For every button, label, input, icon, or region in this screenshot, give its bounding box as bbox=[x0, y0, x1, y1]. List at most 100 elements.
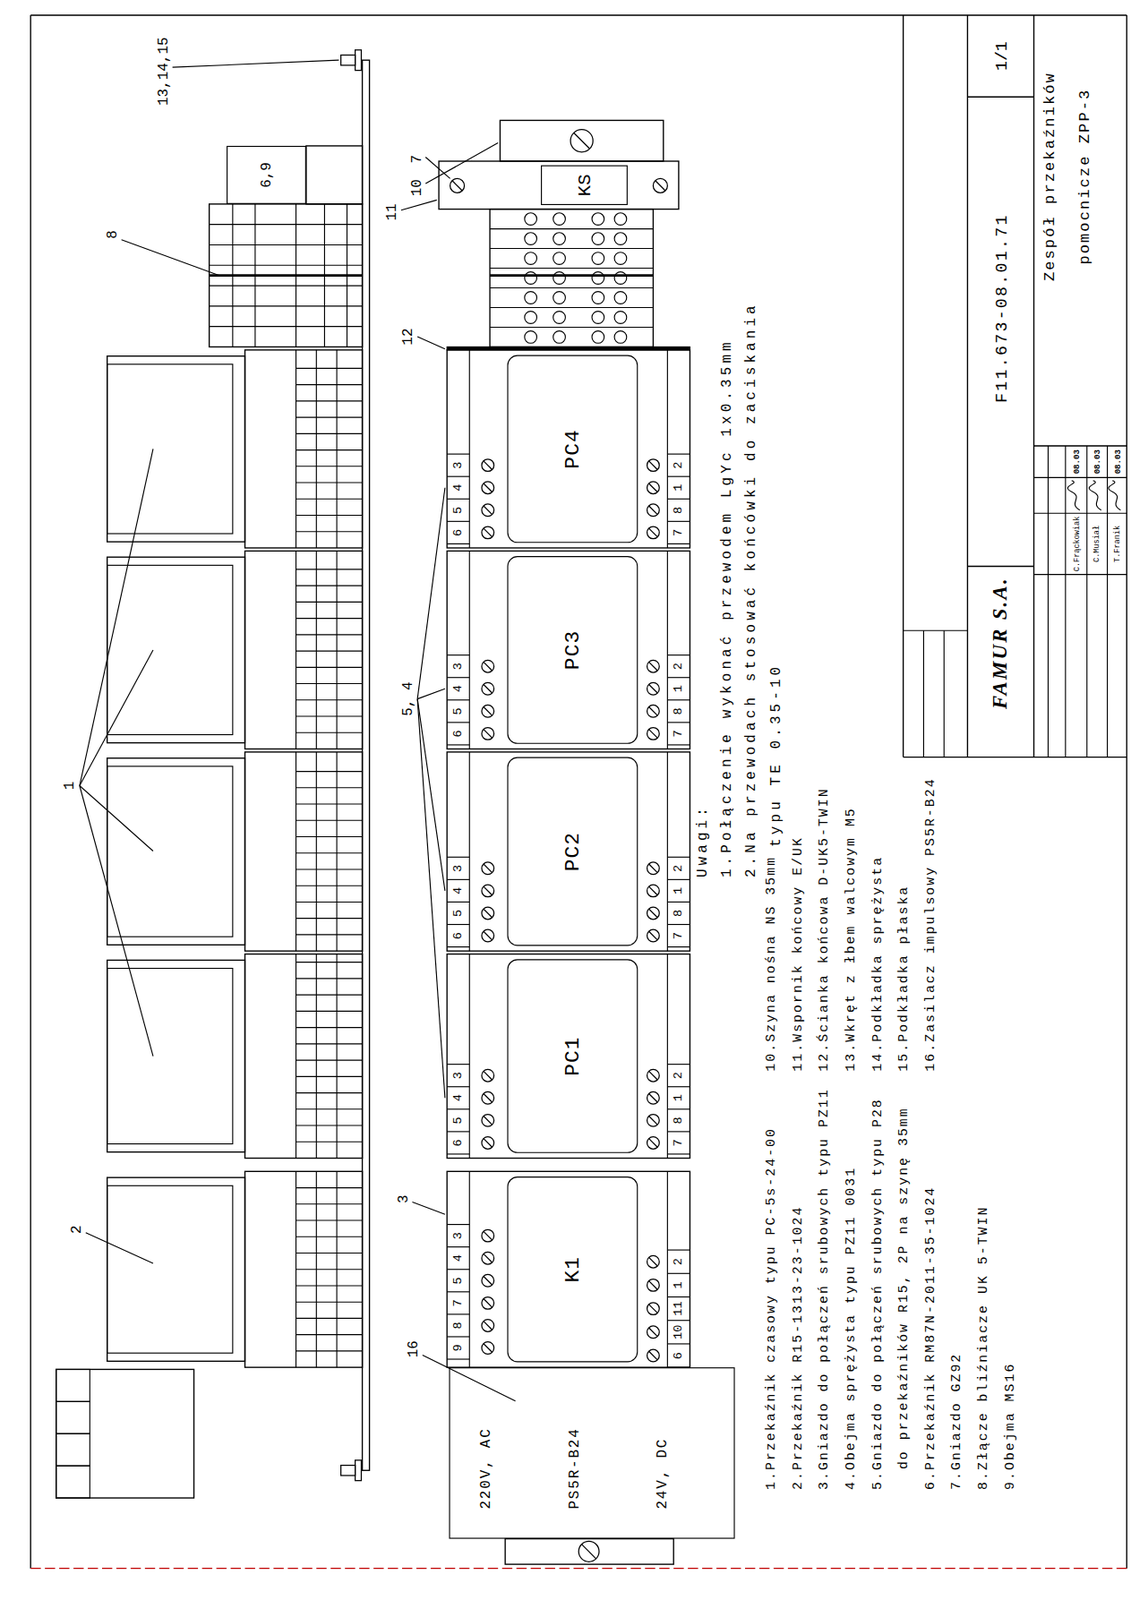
screw-slot bbox=[483, 1253, 493, 1263]
relay-socket-side bbox=[306, 145, 363, 205]
screw-slot bbox=[483, 1093, 493, 1103]
screw-slot bbox=[483, 886, 493, 896]
terminal-cell-line bbox=[667, 1250, 690, 1251]
screw-head bbox=[481, 929, 495, 943]
screw-slot bbox=[483, 1139, 493, 1149]
screw-head bbox=[647, 1326, 660, 1339]
screw-slot bbox=[649, 864, 659, 874]
leader-line bbox=[79, 448, 154, 786]
socket-side-tick bbox=[296, 699, 363, 701]
socket-side-tick bbox=[296, 994, 363, 996]
leader-line bbox=[417, 688, 446, 699]
socket-side-line bbox=[295, 350, 297, 549]
sign-date: 08.03 bbox=[1092, 449, 1102, 474]
screw-head bbox=[450, 178, 465, 193]
parts-list-item: 11.Wspornik końcowy E/UK bbox=[784, 836, 812, 1072]
screw-slot bbox=[649, 1116, 659, 1126]
socket-side-tick bbox=[296, 1124, 363, 1126]
callout-number: 13,14,15 bbox=[154, 36, 172, 106]
screw-slot bbox=[649, 684, 659, 694]
terminal-cell-line bbox=[667, 454, 690, 455]
screw-head bbox=[578, 1541, 600, 1562]
socket-side-tick bbox=[296, 1187, 363, 1189]
screw-head bbox=[481, 682, 495, 695]
socket-side-tick bbox=[296, 1268, 363, 1270]
terminal-number: 7 bbox=[451, 1299, 466, 1307]
socket-side-tick bbox=[296, 933, 363, 935]
drawing-title: Zespół przekaźników pomocnicze ZPP-3 bbox=[1034, 23, 1104, 330]
leader-line bbox=[401, 199, 437, 210]
leader-line bbox=[417, 699, 446, 892]
title-block-line bbox=[967, 565, 1034, 567]
terminal-front-line bbox=[489, 326, 653, 328]
terminal-hole bbox=[614, 331, 627, 344]
leader-line bbox=[79, 650, 154, 787]
leader-line bbox=[422, 1354, 516, 1401]
parts-list-item: 16.Zasilacz impulsowy PS5R-B24 bbox=[917, 777, 945, 1072]
screw-head bbox=[481, 1251, 495, 1265]
terminal-number: 2 bbox=[671, 462, 686, 470]
socket-side-tick bbox=[296, 836, 363, 838]
terminal-number: 8 bbox=[671, 909, 686, 917]
terminal-cell-line bbox=[667, 1319, 690, 1321]
relay-socket-front bbox=[438, 161, 679, 210]
box-text: 24V, DC bbox=[652, 1438, 672, 1510]
socket-side-tick bbox=[296, 417, 363, 419]
terminal-hole bbox=[524, 252, 538, 266]
socket-side-tick bbox=[296, 1076, 363, 1078]
socket-side-line bbox=[295, 752, 297, 952]
terminal-cell-line bbox=[667, 721, 690, 723]
psu-side-cell bbox=[56, 1433, 91, 1466]
socket-side-tick bbox=[296, 1318, 363, 1320]
terminal-cell-line bbox=[667, 699, 690, 701]
note-text: Uwagi: bbox=[689, 804, 714, 878]
terminal-cell-line bbox=[667, 1086, 690, 1088]
leader-line bbox=[417, 488, 446, 700]
terminal-number: 2 bbox=[671, 865, 686, 873]
socket-side-tick bbox=[296, 1108, 363, 1110]
socket-side-tick bbox=[296, 634, 363, 635]
terminal-side-line bbox=[254, 204, 256, 348]
callout-number: 16 bbox=[404, 1340, 421, 1358]
terminal-number: 5 bbox=[451, 707, 466, 715]
screw-slot bbox=[649, 1071, 659, 1080]
screw-head bbox=[652, 178, 668, 193]
screw-slot bbox=[483, 505, 493, 515]
socket-side-tick bbox=[296, 852, 363, 854]
terminal-number: 1 bbox=[671, 685, 686, 693]
title-block-line bbox=[903, 630, 969, 632]
socket-side-tick bbox=[296, 683, 363, 685]
socket-side-line bbox=[295, 954, 297, 1159]
screw-head bbox=[481, 1069, 495, 1082]
parts-list-item: 15.Podkładka płaska bbox=[891, 885, 918, 1072]
box-text: PS5R-B24 bbox=[565, 1427, 584, 1509]
socket-side-tick bbox=[296, 1236, 363, 1238]
screw-slot bbox=[483, 908, 493, 918]
terminal-number: 1 bbox=[671, 1094, 686, 1102]
terminal-number: 7 bbox=[671, 1139, 686, 1147]
screw-slot bbox=[655, 180, 666, 191]
frame-line bbox=[30, 14, 1127, 16]
screw-slot bbox=[649, 1281, 659, 1291]
screw-slot bbox=[483, 528, 493, 538]
screw-slot bbox=[574, 132, 591, 149]
relay-side-inner bbox=[107, 565, 233, 735]
socket-side-line bbox=[316, 550, 318, 749]
terminal-number: 7 bbox=[671, 529, 686, 537]
title-block-line bbox=[923, 630, 925, 757]
terminal-cell-line bbox=[667, 1131, 690, 1132]
title-block-line bbox=[943, 630, 945, 757]
terminal-cell-line bbox=[446, 1358, 470, 1360]
end-bracket bbox=[499, 119, 663, 162]
relay-body: PC2 bbox=[506, 757, 638, 947]
terminal-cell-line bbox=[667, 498, 690, 500]
terminal-hole bbox=[614, 213, 627, 226]
relay-socket-outline bbox=[446, 550, 690, 749]
terminal-cell-line bbox=[446, 1246, 470, 1248]
terminal-hole bbox=[524, 232, 538, 246]
box-text: 6,9 bbox=[257, 162, 275, 189]
socket-side-tick bbox=[296, 917, 363, 919]
terminal-hole bbox=[614, 272, 627, 285]
screw-shaft bbox=[341, 54, 356, 65]
